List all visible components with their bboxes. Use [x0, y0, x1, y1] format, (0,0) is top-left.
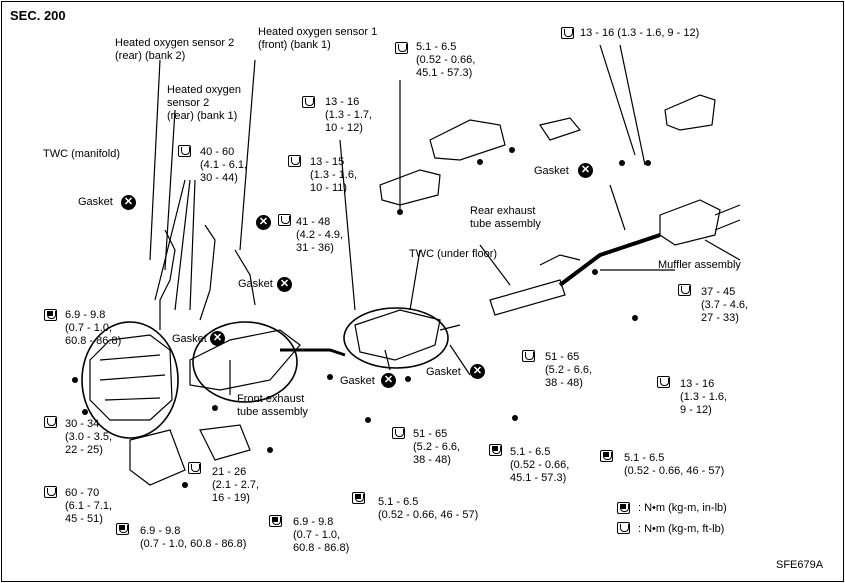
torque-inlb-icon: [44, 309, 57, 321]
rear-tube-body: [489, 279, 566, 316]
torque-spec: 13 - 15 (1.3 - 1.6, 10 - 11): [310, 156, 358, 194]
torque-spec: 5.1 - 6.5 (0.52 - 0.66, 46 - 57): [624, 452, 725, 477]
torque-spec: 30 - 34 (3.0 - 3.5, 22 - 25): [65, 418, 113, 456]
torque-spec: 13 - 16 (1.3 - 1.6, 9 - 12): [580, 27, 700, 39]
torque-spec: 6.9 - 9.8 (0.7 - 1.0, 60.8 - 86.8): [140, 525, 247, 550]
torque-spec: 5.1 - 6.5 (0.52 - 0.66, 45.1 - 57.3): [416, 41, 476, 79]
replace-icon: ✕: [277, 277, 292, 292]
torque-ftlb-icon: [178, 145, 191, 157]
lower-bracket: [129, 429, 186, 486]
torque-spec: 13 - 16 (1.3 - 1.6, 9 - 12): [680, 378, 728, 416]
heat-shield-3: [664, 94, 716, 131]
heat-shield-1: [429, 119, 506, 161]
front-tube-shape: [189, 329, 301, 391]
torque-inlb-icon: [600, 450, 613, 462]
torque-spec: 5.1 - 6.5 (0.52 - 0.66, 45.1 - 57.3): [510, 446, 570, 484]
torque-spec: 6.9 - 9.8 (0.7 - 1.0, 60.8 - 86.8): [293, 516, 350, 554]
label-gasket-2: Gasket: [238, 278, 273, 290]
torque-ftlb-icon: [522, 350, 535, 362]
torque-spec: 5.1 - 6.5 (0.52 - 0.66, 46 - 57): [378, 496, 479, 521]
replace-icon: ✕: [121, 195, 136, 210]
bracket-mid: [199, 424, 251, 461]
torque-inlb-icon: [269, 515, 282, 527]
sensor-wire-1: [159, 229, 176, 330]
muffler-shape: [659, 199, 721, 246]
torque-ftlb-icon: [188, 462, 201, 474]
section-title: SEC. 200: [10, 8, 66, 23]
sensor-wire-2: [199, 224, 216, 321]
replace-icon: ✕: [256, 215, 271, 230]
label-gasket-5: Gasket: [426, 366, 461, 378]
label-gasket-3: Gasket: [172, 333, 207, 345]
twc-underfloor-shape: [354, 309, 441, 361]
torque-ftlb-icon: [392, 427, 405, 439]
torque-spec: 41 - 48 (4.2 - 4.9, 31 - 36): [296, 216, 344, 254]
torque-ftlb-icon: [44, 416, 57, 428]
torque-ftlb-icon: [44, 486, 57, 498]
sensor-wire-3: [234, 249, 256, 306]
label-gasket-1: Gasket: [78, 196, 113, 208]
twc-manifold-circle: [81, 321, 179, 439]
heat-shield-2: [379, 169, 441, 206]
label-ho2s1-bank1: Heated oxygen sensor 1 (front) (bank 1): [258, 26, 378, 51]
label-front-exhaust-tube: Front exhaust tube assembly: [237, 393, 308, 418]
torque-spec: 60 - 70 (6.1 - 7.1, 45 - 51): [65, 487, 113, 525]
torque-spec: 37 - 45 (3.7 - 4.6, 27 - 33): [701, 286, 749, 324]
torque-inlb-icon: [352, 492, 365, 504]
torque-inlb-icon: [489, 444, 502, 456]
label-rear-exhaust-tube: Rear exhaust tube assembly: [470, 205, 541, 230]
torque-spec: 40 - 60 (4.1 - 6.1, 30 - 44): [200, 146, 248, 184]
torque-ftlb-icon: [395, 42, 408, 54]
torque-spec: 21 - 26 (2.1 - 2.7, 16 - 19): [212, 466, 260, 504]
torque-spec: 51 - 65 (5.2 - 6.6, 38 - 48): [545, 351, 593, 389]
torque-inlb-icon: [116, 523, 129, 535]
label-ho2s2-bank2: Heated oxygen sensor 2 (rear) (bank 2): [115, 37, 235, 62]
label-ho2s2-bank1: Heated oxygen sensor 2 (rear) (bank 1): [167, 84, 241, 122]
legend-ftlb-icon: [617, 522, 630, 534]
torque-spec: 6.9 - 9.8 (0.7 - 1.0, 60.8 - 86.8): [65, 309, 122, 347]
twc-underfloor-circle: [343, 307, 449, 369]
replace-icon: ✕: [210, 331, 225, 346]
front-tube-circle: [192, 321, 298, 403]
torque-ftlb-icon: [302, 96, 315, 108]
replace-icon: ✕: [578, 163, 593, 178]
label-gasket-4: Gasket: [340, 375, 375, 387]
figure-code: SFE679A: [776, 559, 824, 571]
label-twc-manifold: TWC (manifold): [43, 148, 121, 160]
label-gasket-6: Gasket: [534, 165, 569, 177]
torque-spec: 13 - 16 (1.3 - 1.7, 10 - 12): [325, 96, 373, 134]
label-twc-underfloor: TWC (under floor): [409, 248, 498, 260]
replace-icon: ✕: [381, 373, 396, 388]
torque-ftlb-icon: [288, 155, 301, 167]
torque-ftlb-icon: [678, 284, 691, 296]
torque-spec: 51 - 65 (5.2 - 6.6, 38 - 48): [413, 428, 461, 466]
torque-ftlb-icon: [561, 27, 574, 39]
torque-ftlb-icon: [278, 214, 291, 226]
legend-ftlb-text: : N•m (kg-m, ft-lb): [638, 523, 725, 535]
twc-manifold-shape: [89, 334, 173, 421]
legend-inlb-icon: [617, 502, 630, 514]
torque-ftlb-icon: [657, 376, 670, 388]
replace-icon: ✕: [470, 364, 485, 379]
label-muffler: Muffler assembly: [658, 259, 741, 271]
legend-inlb-text: : N•m (kg-m, in-lb): [638, 502, 727, 514]
